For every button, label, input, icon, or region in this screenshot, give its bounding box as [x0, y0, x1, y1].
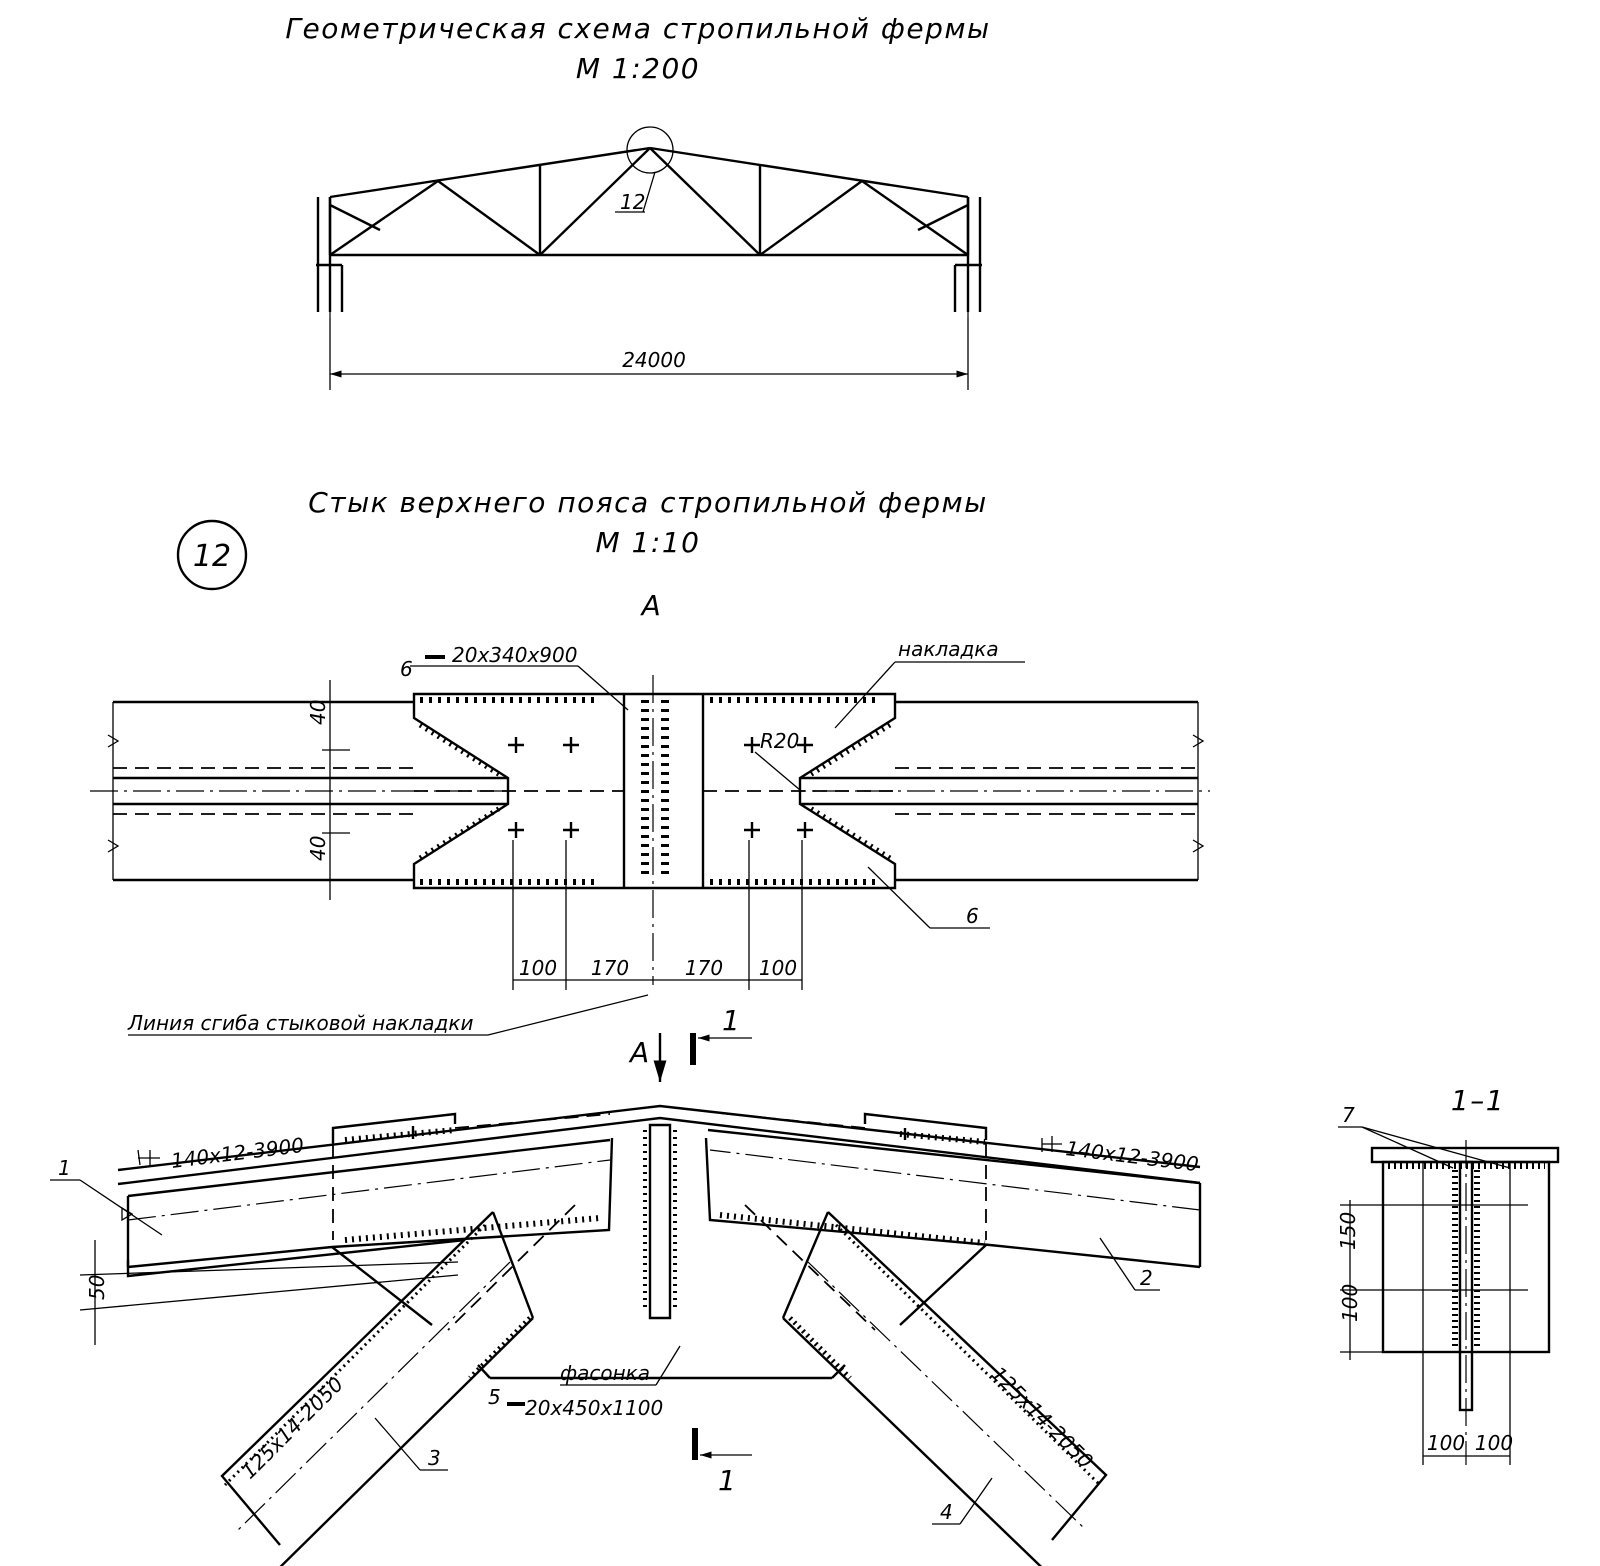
plan-view: 40 40 100 170 170 100 6 20x340x900 накла…	[90, 637, 1210, 1036]
pos-2: 2	[1140, 1266, 1153, 1290]
span-dim: 24000	[622, 348, 686, 372]
dim-100-left: 100	[519, 956, 557, 980]
bend-line-label: Линия сгиба стыковой накладки	[127, 1011, 473, 1035]
gusset-num: 5	[488, 1385, 501, 1409]
overlay-plate	[412, 692, 897, 890]
view-markers: A 1 1	[628, 1004, 752, 1497]
sect-dim-100-right: 100	[1475, 1431, 1513, 1455]
sect-dim-100-left: 100	[1427, 1431, 1465, 1455]
section-1-1: 1–1 150 100 100 100 7	[1336, 1084, 1560, 1465]
scheme-scale: М 1:200	[576, 52, 700, 85]
elevation-view: 140x12-3900 140x12-3900 125x14-2050 125x…	[50, 1104, 1202, 1566]
weld-7: 7	[1342, 1103, 1355, 1127]
node-number: 12	[193, 539, 231, 574]
view-label: A	[640, 589, 663, 622]
sect-dim-150: 150	[1336, 1212, 1360, 1250]
section-mark-bottom: 1	[718, 1464, 737, 1497]
left-chord-spec: 140x12-3900	[170, 1133, 306, 1173]
section-title: 1–1	[1451, 1084, 1505, 1117]
joint-title: Стык верхнего пояса стропильной фермы	[308, 486, 988, 519]
truss-outline	[328, 146, 970, 257]
node-12-ref: 12	[620, 190, 645, 214]
pos-3: 3	[428, 1446, 441, 1470]
truss-scheme: Геометрическая схема стропильной фермы М…	[285, 12, 990, 390]
plate-6-spec: 20x340x900	[452, 643, 577, 667]
dim-170-left: 170	[591, 956, 629, 980]
pos-4: 4	[940, 1500, 953, 1524]
gusset-label: фасонка	[560, 1361, 650, 1385]
node-number-circle	[176, 519, 248, 591]
right-diag-spec: 125x14-2050	[986, 1362, 1097, 1473]
dim-50: 50	[85, 1275, 109, 1300]
pos-1: 1	[58, 1156, 71, 1180]
dim-40-top: 40	[306, 700, 330, 725]
overlay-label: накладка	[898, 637, 999, 661]
section-mark-top: 1	[722, 1004, 741, 1037]
radius-label: R20	[760, 729, 799, 753]
sect-dim-100-v: 100	[1338, 1284, 1362, 1322]
node-12-circle	[626, 126, 674, 174]
plate-6-bottom-num: 6	[966, 904, 979, 928]
left-diag-spec: 125x14-2050	[237, 1372, 348, 1483]
dim-100-right: 100	[759, 956, 797, 980]
scheme-title: Геометрическая схема стропильной фермы	[285, 12, 990, 45]
joint-scale: М 1:10	[596, 526, 701, 559]
view-arrow-a: A	[628, 1036, 651, 1069]
dim-40-bottom: 40	[306, 836, 330, 861]
gusset-spec: 20x450x1100	[525, 1396, 663, 1420]
bolt-holes	[508, 737, 813, 838]
dim-170-right: 170	[685, 956, 723, 980]
plate-6-num: 6	[400, 657, 413, 681]
